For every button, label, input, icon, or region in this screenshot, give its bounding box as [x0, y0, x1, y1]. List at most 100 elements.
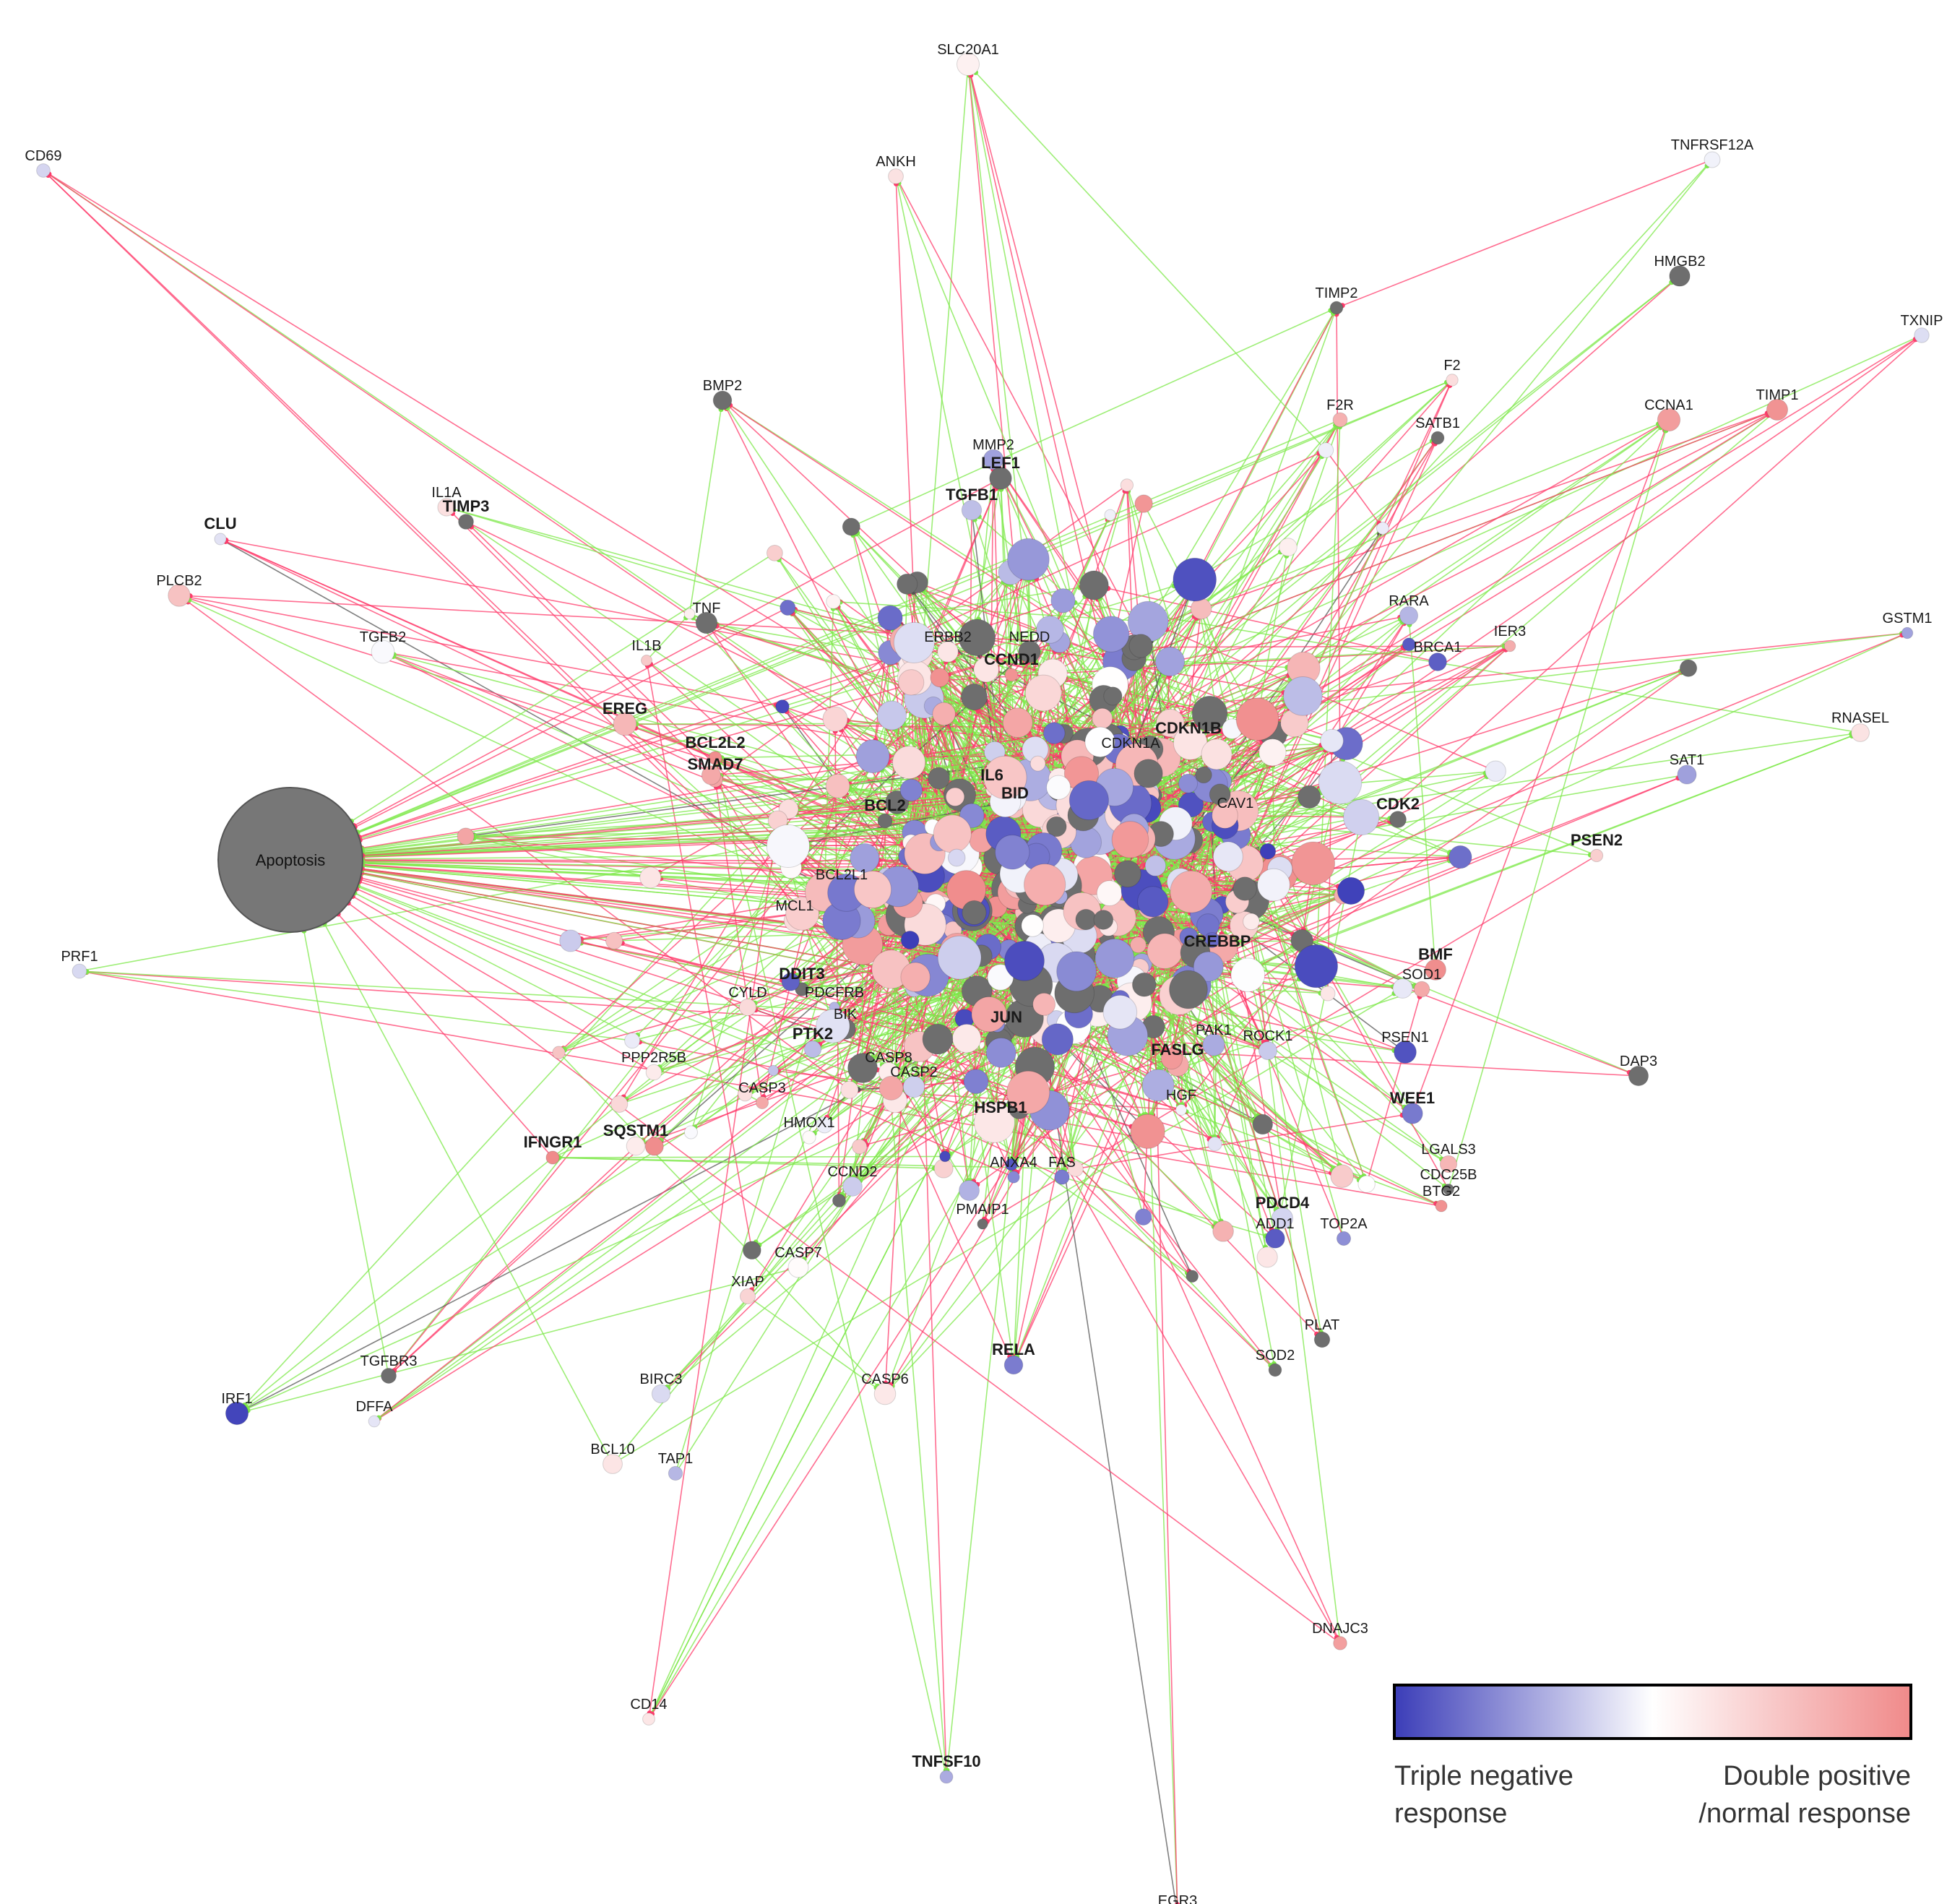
network-node — [1212, 841, 1243, 872]
activation-edge — [290, 419, 1341, 861]
gene-label-add1: ADD1 — [1256, 1216, 1294, 1232]
network-node — [853, 870, 892, 909]
gene-label-dap3: DAP3 — [1620, 1054, 1657, 1069]
gene-label-ereg: EREG — [603, 699, 647, 718]
gene-label-tnf: TNF — [693, 600, 721, 616]
gene-node-plat — [1313, 1331, 1331, 1348]
gene-node-rock1 — [1258, 1041, 1278, 1061]
activation-edge — [1131, 1001, 1368, 1185]
gene-label-nedd: NEDD — [1009, 629, 1050, 645]
activation-edge — [570, 940, 1178, 1066]
activation-edge — [801, 913, 970, 1191]
gene-label-rara: RARA — [1389, 593, 1429, 609]
network-node — [644, 1137, 664, 1156]
gene-label-cd14: CD14 — [630, 1697, 667, 1713]
inhibition-edge — [43, 170, 1054, 795]
network-node — [1376, 522, 1389, 535]
gene-label-dffa: DFFA — [355, 1399, 393, 1415]
network-node — [959, 1180, 980, 1201]
node-layer — [36, 53, 1930, 1784]
gene-label-cdk2: CDK2 — [1376, 795, 1420, 813]
network-node — [855, 739, 890, 774]
network-node — [985, 1037, 1016, 1068]
network-node — [767, 544, 783, 561]
gene-label-plcb2: PLCB2 — [156, 573, 202, 589]
network-node — [1170, 870, 1213, 913]
gene-label-anxa4: ANXA4 — [990, 1155, 1037, 1171]
gene-node-casp7 — [787, 1257, 809, 1278]
gene-label-jun: JUN — [990, 1008, 1022, 1026]
gene-label-xiap: XIAP — [731, 1274, 764, 1290]
gene-label-ptk2: PTK2 — [793, 1025, 833, 1043]
activation-edge — [706, 622, 1012, 676]
inhibition-edge — [290, 859, 999, 1042]
network-node — [1032, 992, 1056, 1016]
network-node — [1259, 843, 1277, 860]
inhibition-edge — [722, 400, 967, 890]
inhibition-edge — [290, 607, 788, 861]
gene-label-pdcfrb: PDCFRB — [805, 985, 864, 1001]
inhibition-edge — [290, 478, 1001, 861]
gene-label-rnasel: RNASEL — [1831, 710, 1889, 726]
gene-node-cd69 — [36, 163, 51, 178]
gene-node-txnip — [1914, 327, 1930, 343]
inhibition-edge — [747, 1007, 1050, 1111]
gene-node-hmox1 — [802, 1130, 816, 1145]
network-node — [876, 700, 907, 731]
network-node — [1207, 1136, 1222, 1152]
network-node — [937, 935, 982, 980]
network-node — [742, 1241, 761, 1260]
network-node — [766, 824, 810, 868]
inhibition-edge — [624, 723, 1232, 730]
gene-node-wee1 — [1402, 1103, 1423, 1124]
activation-edge — [552, 1157, 1076, 1170]
gene-label-sqstm1: SQSTM1 — [603, 1121, 668, 1140]
apoptosis-label: Apoptosis — [256, 851, 326, 869]
activation-edge — [290, 859, 389, 1377]
network-node — [1021, 914, 1044, 937]
network-node — [1092, 707, 1113, 729]
network-node — [958, 619, 996, 657]
inhibition-edge — [905, 449, 1326, 641]
gene-label-hspb1: HSPB1 — [974, 1098, 1027, 1116]
gene-node-erbb2 — [937, 641, 959, 663]
network-node — [1204, 931, 1220, 948]
gene-node-sat1 — [1677, 764, 1697, 785]
network-node — [900, 962, 931, 993]
activation-edge — [715, 757, 947, 1778]
gene-label-tgfb2: TGFB2 — [360, 629, 406, 645]
gene-node-top2a — [1336, 1231, 1352, 1246]
gene-node-bmp2 — [712, 390, 733, 410]
network-node — [1005, 1158, 1018, 1171]
gene-node-casp6 — [873, 1382, 897, 1405]
gene-node-sod2 — [1268, 1363, 1282, 1377]
activation-edge — [1238, 811, 1341, 1644]
network-node — [962, 900, 987, 926]
network-node — [983, 755, 1027, 800]
activation-edge — [1160, 732, 1861, 835]
gene-node-pdcd4 — [1271, 1207, 1294, 1230]
network-node — [878, 1075, 904, 1100]
gene-node-btg2 — [1435, 1199, 1448, 1212]
inhibition-edge — [290, 859, 1011, 866]
gene-label-ddit3: DDIT3 — [779, 965, 825, 983]
network-node — [928, 767, 950, 790]
network-node — [1035, 615, 1064, 644]
gene-label-lgals3: LGALS3 — [1421, 1142, 1476, 1158]
network-node — [825, 773, 850, 798]
network-node — [1318, 442, 1334, 458]
network-node — [1046, 775, 1071, 800]
network-node — [1318, 760, 1363, 805]
gene-node-ccna1 — [1657, 408, 1681, 432]
inhibition-edge — [290, 859, 892, 970]
inhibition-edge — [982, 855, 1597, 1225]
gene-label-cyld: CYLD — [728, 985, 767, 1001]
gene-label-bik: BIK — [834, 1007, 858, 1022]
network-node — [1257, 868, 1290, 902]
gene-label-rela: RELA — [992, 1340, 1035, 1358]
gene-label-ankh: ANKH — [876, 154, 916, 170]
gene-node-psen1 — [1394, 1041, 1417, 1064]
inhibition-edge — [290, 732, 1055, 861]
activation-edge — [290, 746, 1089, 861]
network-node — [973, 1101, 1015, 1143]
